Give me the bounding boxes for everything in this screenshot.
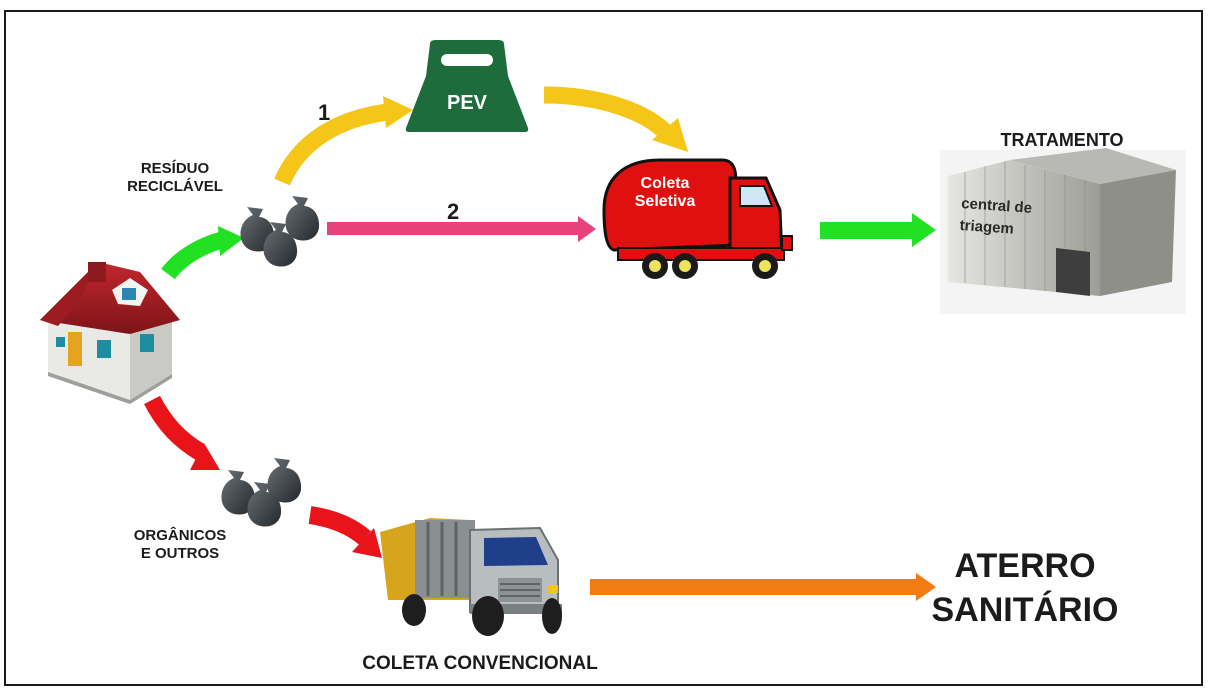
- pev-label: PEV: [446, 92, 488, 114]
- arrow-bags-to-pev: [274, 96, 413, 186]
- warehouse-icon: [940, 148, 1186, 314]
- arrow-bags-to-truck: [327, 216, 596, 242]
- arrow-truck-to-landfill: [590, 573, 936, 601]
- route-1-label: 1: [318, 100, 330, 125]
- selective-truck-label: Coleta Seletiva: [634, 175, 696, 211]
- central-triagem-label: central de triagem: [959, 194, 1033, 238]
- arrow-house-to-bags: [161, 226, 244, 280]
- residuo-reciclavel-label: RESÍDUO RECICLÁVEL: [127, 160, 223, 195]
- tratamento-label: TRATAMENTO: [1000, 130, 1124, 150]
- garbage-bags-icon: [240, 196, 320, 267]
- arrow-truck-to-treatment: [820, 213, 936, 247]
- organic-bags-icon: [221, 458, 302, 527]
- house-icon: [40, 262, 180, 404]
- selective-truck-icon: [602, 158, 793, 279]
- route-2-label: 2: [447, 199, 459, 224]
- organicos-label: ORGÂNICOS E OUTROS: [133, 527, 227, 562]
- pev-bin-icon: [405, 40, 529, 132]
- coleta-convencional-label: COLETA CONVENCIONAL: [362, 653, 598, 674]
- aterro-sanitario-label: ATERRO SANITÁRIO: [931, 547, 1119, 630]
- garbage-truck-icon: [380, 518, 562, 636]
- diagram-frame: [4, 10, 1203, 686]
- arrow-pev-to-truck: [543, 86, 688, 152]
- arrow-house-to-organic: [144, 395, 220, 470]
- arrow-organic-to-truck: [308, 506, 382, 558]
